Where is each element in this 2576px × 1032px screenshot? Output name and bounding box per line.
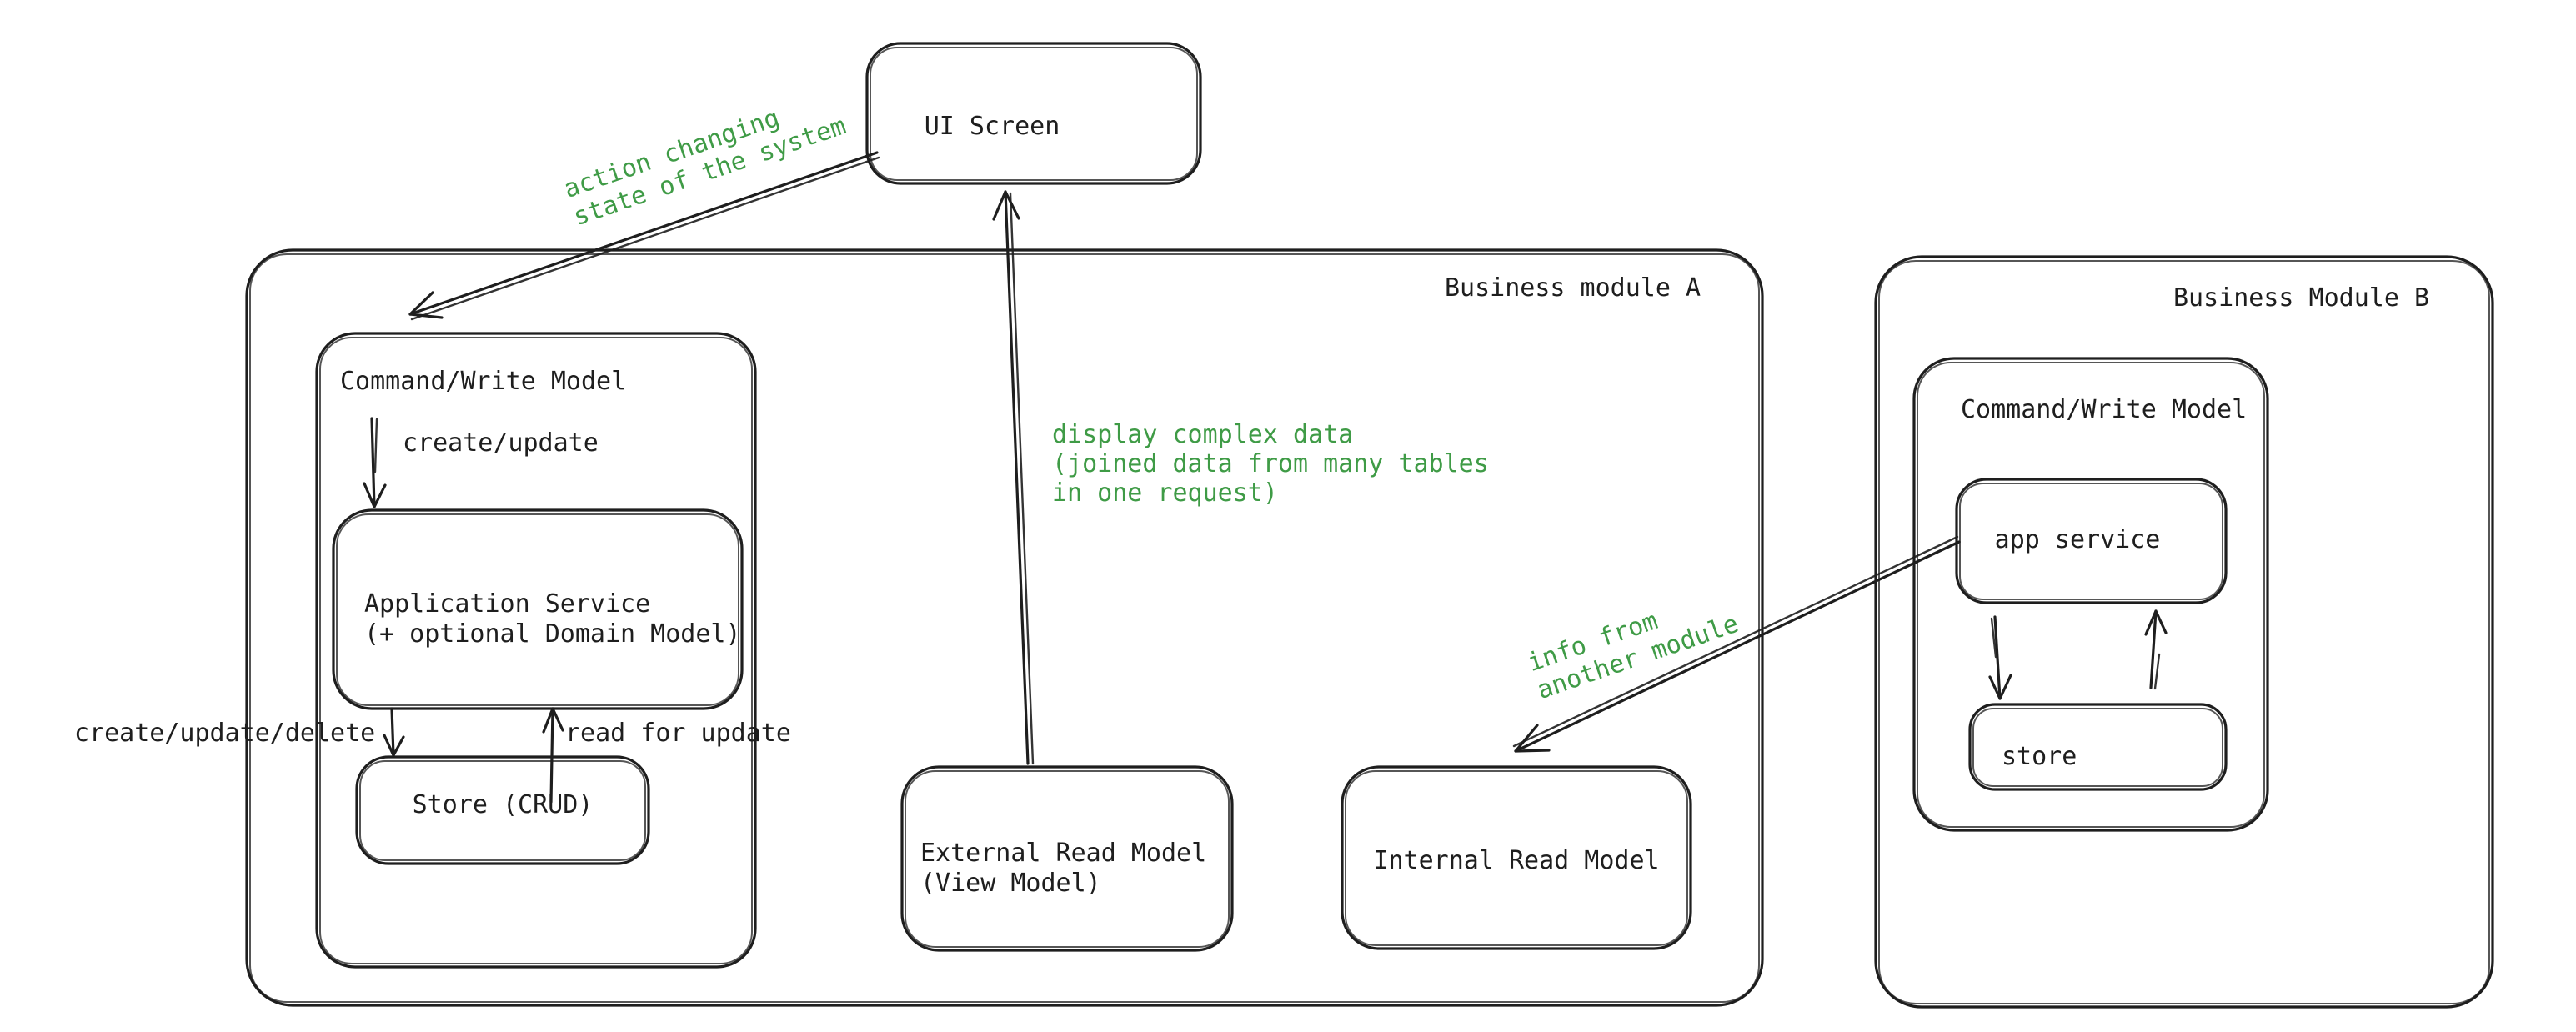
external-read-model-box (900, 765, 1234, 952)
ui-screen-box (865, 42, 1202, 185)
command-write-model-a-box (315, 332, 757, 969)
arrow-app-service-b-to-internal-read (1512, 535, 1961, 753)
create-update-edge-label: create/update (403, 428, 599, 458)
command-write-model-b-label: Command/Write Model (1961, 395, 2248, 424)
command-write-model-a-label: Command/Write Model (340, 367, 627, 396)
business-module-a-label: Business module A (1444, 273, 1701, 303)
arrow-create-update (363, 417, 387, 508)
arrow-app-service-to-store (383, 707, 405, 757)
read-for-update-edge-label: read for update (565, 719, 791, 748)
store-b-label: store (2002, 742, 2077, 771)
store-crud-label: Store (CRUD) (412, 790, 594, 819)
business-module-b-label: Business Module B (2173, 283, 2429, 313)
store-b-box (1968, 703, 2228, 791)
display-complex-data-annotation: display complex data (joined data from m… (1052, 420, 1489, 508)
store-crud-box (355, 755, 650, 865)
arrow-ui-to-command-write-a (408, 151, 880, 321)
application-service-label: Application Service (+ optional Domain M… (364, 589, 741, 649)
arrow-external-read-to-ui (992, 190, 1035, 765)
application-service-box (332, 508, 744, 710)
arrow-store-to-app-service (542, 707, 564, 804)
external-read-model-label: External Read Model (View Model) (920, 839, 1207, 898)
business-module-a-box (245, 248, 1764, 1007)
app-service-b-label: app service (1994, 525, 2161, 554)
ui-screen-label: UI Screen (924, 112, 1060, 141)
create-update-delete-edge-label: create/update/delete (74, 719, 376, 748)
arrow-store-b-to-app-service-b (2144, 609, 2168, 690)
internal-read-model-box (1341, 765, 1692, 950)
business-module-b-box (1874, 255, 2494, 1009)
arrow-app-service-b-to-store-b (1988, 615, 2012, 700)
internal-read-model-label: Internal Read Model (1373, 846, 1660, 875)
command-write-model-b-box (1912, 357, 2269, 832)
